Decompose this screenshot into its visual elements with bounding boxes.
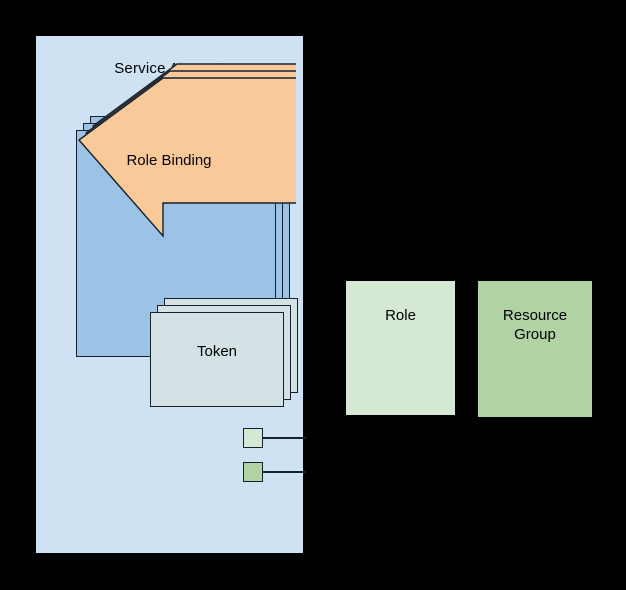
- token-stack[interactable]: Token: [150, 298, 298, 407]
- service-account-contents: API Key Token Role Binding: [36, 36, 303, 553]
- resource-group-connector-line: [262, 471, 306, 474]
- token-card-front[interactable]: Token: [150, 312, 284, 407]
- role-box[interactable]: Role: [346, 281, 455, 415]
- role-port-swatch[interactable]: [243, 428, 263, 448]
- token-label: Token: [196, 343, 238, 360]
- role-binding-label: Role Binding: [126, 152, 212, 169]
- role-binding-stack[interactable]: Role Binding: [36, 36, 296, 241]
- role-label: Role: [385, 307, 416, 324]
- resource-group-port-swatch[interactable]: [243, 462, 263, 482]
- role-connector-line: [262, 437, 306, 440]
- resource-group-box[interactable]: Resource Group: [478, 281, 592, 417]
- resource-group-label: Resource Group: [502, 307, 568, 343]
- role-binding-arrow-shapes: [77, 63, 296, 238]
- role-binding-arrow-front: [77, 77, 296, 238]
